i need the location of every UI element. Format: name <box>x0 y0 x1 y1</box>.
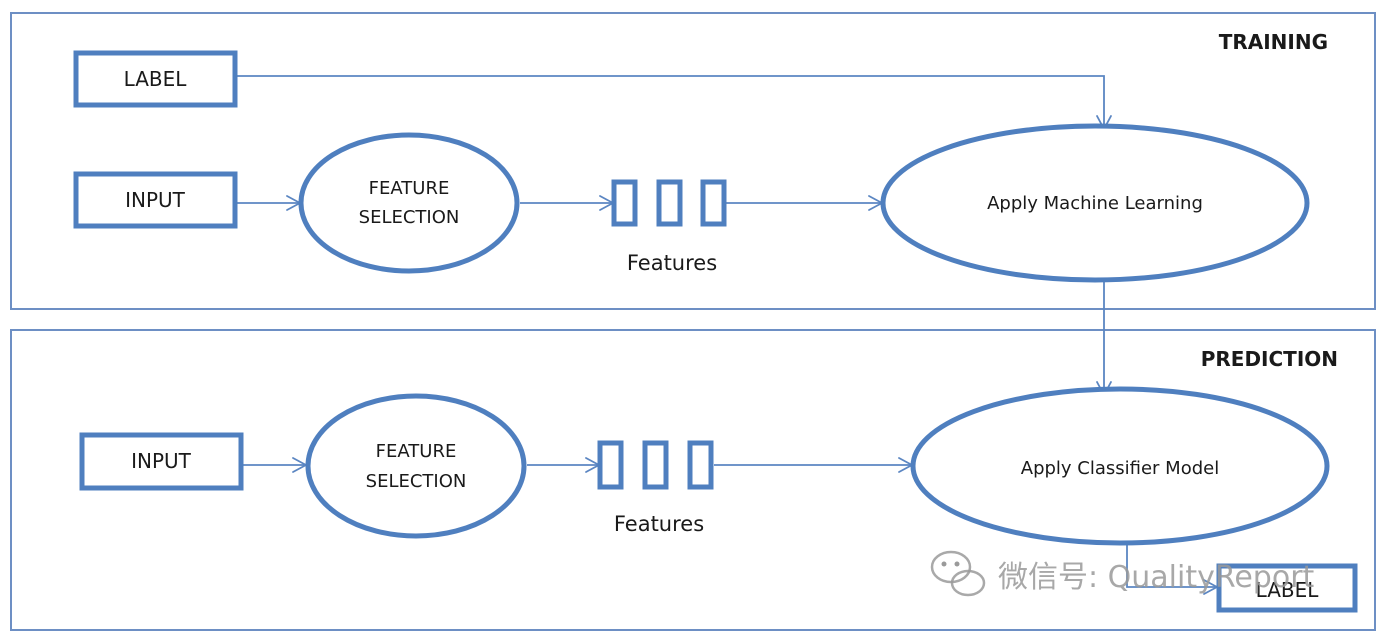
apply-machine-learning-text: Apply Machine Learning <box>987 193 1203 214</box>
training-feature-selection-line-2: SELECTION <box>359 207 460 228</box>
prediction-feature-cell-1 <box>597 440 624 490</box>
prediction-feature-cell-3 <box>687 440 714 490</box>
prediction-label-box <box>1216 563 1358 613</box>
prediction-input-box-text: INPUT <box>131 449 192 473</box>
prediction-feature-cell-2 <box>642 440 669 490</box>
prediction-panel <box>10 329 1376 631</box>
apply-classifier-model-node <box>910 386 1330 546</box>
training-label-box-text: LABEL <box>124 67 188 91</box>
training-panel <box>10 12 1376 310</box>
training-feature-cell-3 <box>700 179 727 227</box>
prediction-features-caption: Features <box>614 512 704 536</box>
apply-classifier-model-text: Apply Classifier Model <box>1021 458 1219 479</box>
training-input-box <box>73 171 238 229</box>
prediction-input-box <box>79 432 244 491</box>
prediction-label-box-text: LABEL <box>1256 578 1320 602</box>
training-title: TRAINING <box>1219 30 1328 54</box>
prediction-feature-selection-line-1: FEATURE <box>376 441 457 462</box>
training-label-box <box>73 50 238 108</box>
training-feature-cell-1 <box>611 179 638 227</box>
prediction-title: PREDICTION <box>1201 347 1338 371</box>
training-features-caption: Features <box>627 251 717 275</box>
edge-classifier-to-label <box>1126 543 1216 588</box>
apply-machine-learning-node <box>880 123 1310 283</box>
prediction-feature-selection-line-2: SELECTION <box>366 471 467 492</box>
training-feature-cell-2 <box>656 179 683 227</box>
watermark-text: 微信号: QualityReport <box>998 560 1315 595</box>
edge-label-to-ml <box>236 75 1105 128</box>
training-input-box-text: INPUT <box>125 188 186 212</box>
training-feature-selection-line-1: FEATURE <box>369 178 450 199</box>
prediction-feature-selection-node <box>305 393 527 539</box>
wechat-icon <box>930 550 986 597</box>
training-feature-selection-node <box>298 132 520 274</box>
